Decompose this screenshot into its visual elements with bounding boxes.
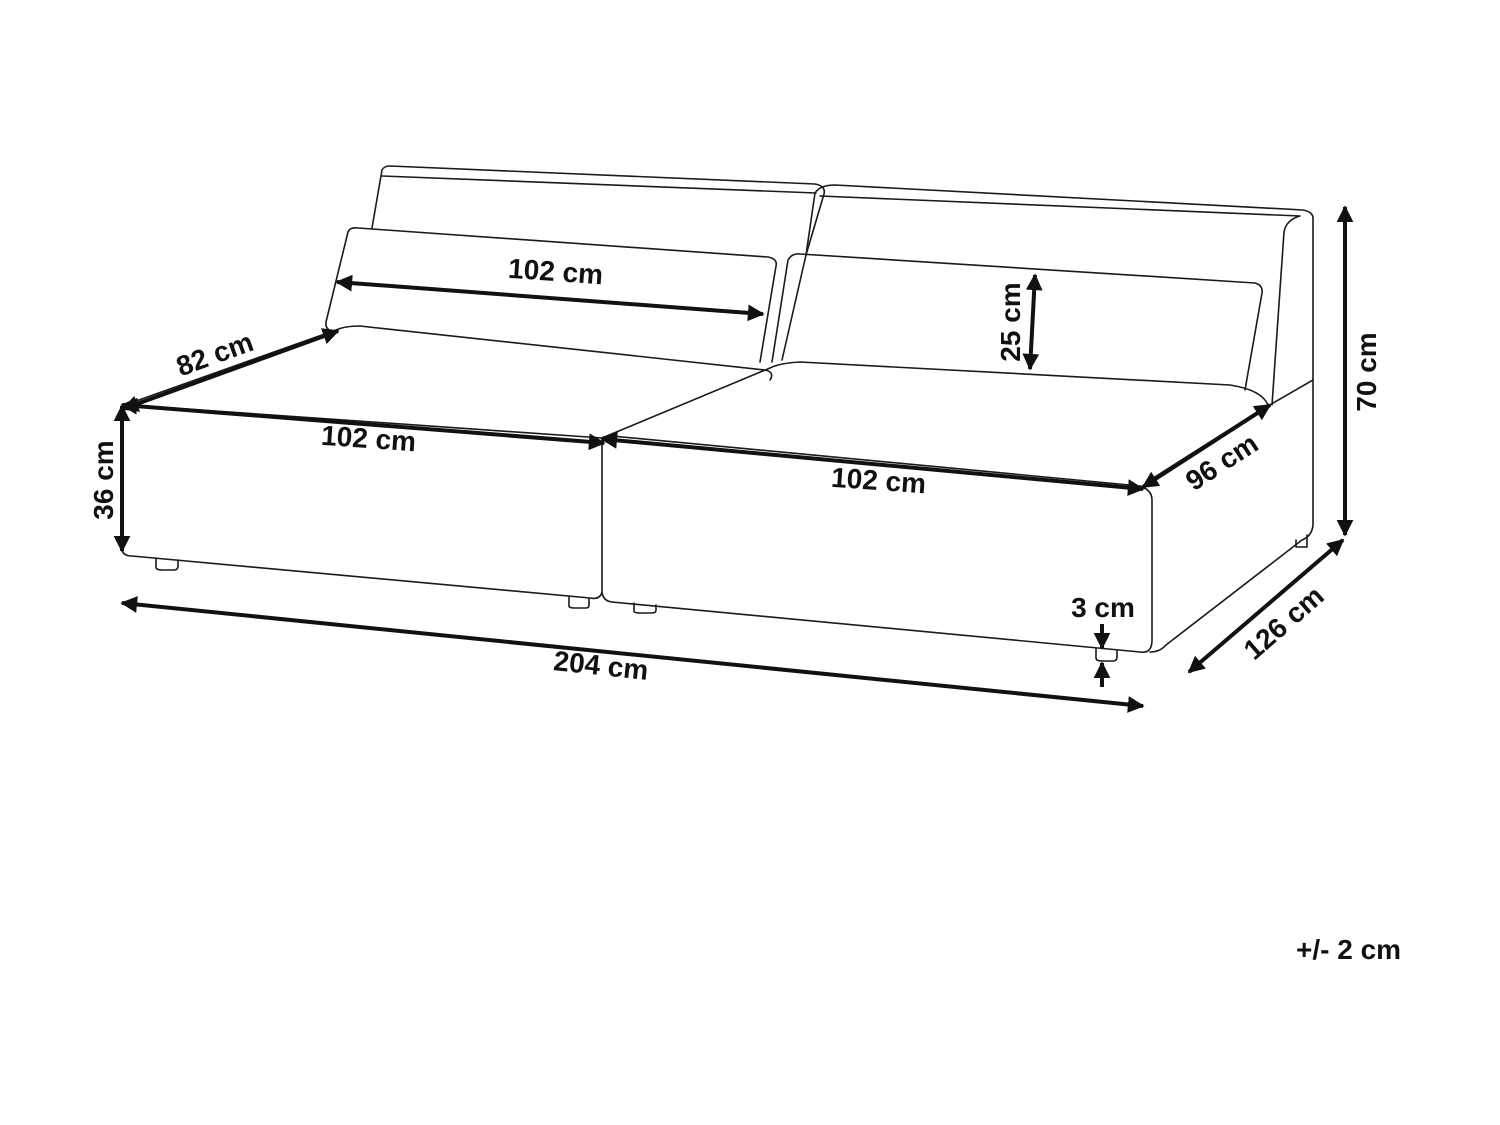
sofa-drawing	[121, 165, 1314, 662]
dim-line-left-seat-depth	[121, 328, 340, 412]
label-left-seat-width: 102 cm	[320, 420, 417, 458]
tolerance-note: +/- 2 cm	[1296, 934, 1402, 965]
left-backrest	[371, 165, 826, 361]
dim-line-total-width	[120, 596, 1145, 713]
left-backrest-top-edge	[381, 175, 817, 194]
dim-line-left-seat-width	[120, 397, 606, 451]
dim-line-backrest-cushion-width	[335, 274, 765, 322]
label-backrest-cushion-height: 25 cm	[995, 282, 1026, 361]
left-back-cushion	[347, 227, 778, 363]
dim-line-backrest-cushion-height	[1022, 273, 1043, 371]
dim-line-right-seat-depth	[1141, 403, 1272, 489]
right-seat-top	[601, 361, 1269, 487]
right-back-cushion	[771, 253, 1263, 391]
right-backrest	[805, 184, 1314, 381]
label-right-seat-width: 102 cm	[830, 462, 927, 500]
right-backrest-top-edge	[819, 195, 1301, 406]
label-leg-height: 3 cm	[1071, 592, 1135, 623]
label-seat-height: 36 cm	[88, 440, 119, 519]
label-total-width: 204 cm	[552, 645, 650, 686]
left-seat-top	[121, 325, 773, 407]
leg-2	[568, 596, 590, 609]
leg-1	[155, 557, 179, 571]
leg-4	[1095, 648, 1118, 662]
dim-line-right-seat-width	[600, 432, 1145, 496]
label-backrest-cushion-width: 102 cm	[507, 253, 604, 291]
label-total-height: 70 cm	[1351, 332, 1382, 411]
dim-line-total-depth	[1187, 538, 1345, 674]
dimension-lines	[113, 205, 1354, 713]
